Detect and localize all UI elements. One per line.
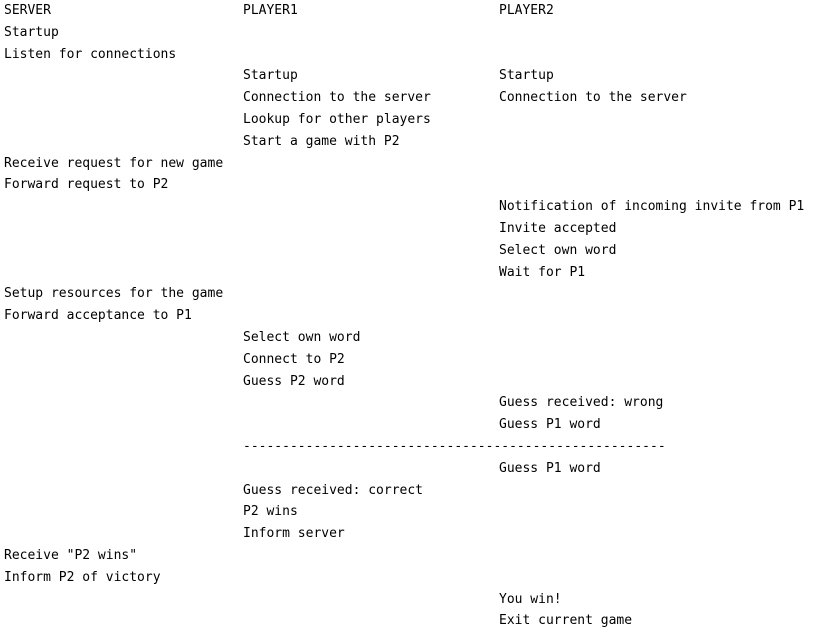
step-line: Inform P2 of victory bbox=[0, 567, 817, 589]
step-line: Wait for P1 bbox=[0, 262, 817, 284]
step-line: Inform server bbox=[0, 523, 817, 545]
server-step: Receive "P2 wins" bbox=[4, 548, 138, 563]
player2-step: Notification of incoming invite from P1 bbox=[499, 199, 805, 215]
player1-step: Lookup for other players bbox=[243, 112, 431, 127]
step-line: Guess received: wrong bbox=[0, 392, 817, 414]
header-row: SERVER PLAYER1 PLAYER2 bbox=[0, 0, 817, 22]
player2-step: Guess P1 word bbox=[499, 460, 601, 476]
step-line: Lookup for other players bbox=[0, 109, 817, 131]
player2-step: Guess received: wrong bbox=[499, 395, 664, 411]
player1-step: Connection to the server bbox=[243, 90, 431, 106]
step-line: Receive "P2 wins" bbox=[0, 545, 817, 567]
player2-step: Invite accepted bbox=[499, 221, 617, 236]
server-step: Forward request to P2 bbox=[4, 177, 169, 193]
step-line: Select own word bbox=[0, 240, 817, 262]
step-line: Exit current game bbox=[0, 610, 817, 632]
step-line: Startup bbox=[0, 22, 817, 44]
step-line: Invite accepted bbox=[0, 218, 817, 240]
player1-column-header: PLAYER1 bbox=[243, 3, 298, 18]
server-step: Setup resources for the game bbox=[4, 286, 224, 302]
player1-step: Connect to P2 bbox=[243, 351, 345, 367]
step-line: Notification of incoming invite from P1 bbox=[0, 196, 817, 218]
step-line: Guess P1 word bbox=[0, 414, 817, 436]
server-column-header: SERVER bbox=[4, 3, 51, 18]
player2-step: Connection to the server bbox=[499, 90, 687, 106]
step-line: Forward acceptance to P1 bbox=[0, 305, 817, 327]
step-line: Receive request for new game bbox=[0, 153, 817, 175]
server-step: Inform P2 of victory bbox=[4, 569, 161, 585]
step-line: Start a game with P2 bbox=[0, 131, 817, 153]
step-line: Select own word bbox=[0, 327, 817, 349]
step-line: You win! bbox=[0, 589, 817, 611]
step-line: Connect to P2 bbox=[0, 349, 817, 371]
server-step: Listen for connections bbox=[4, 46, 177, 62]
player2-step: Wait for P1 bbox=[499, 264, 586, 280]
server-step: Startup bbox=[4, 24, 59, 40]
step-line: Guess P2 word bbox=[0, 371, 817, 393]
player1-step: Inform server bbox=[243, 526, 345, 542]
player1-step: Start a game with P2 bbox=[243, 133, 400, 149]
step-line: P2 wins bbox=[0, 501, 817, 523]
player2-step: Exit current game bbox=[499, 613, 633, 629]
player2-step: Startup bbox=[499, 68, 554, 84]
server-step: Receive request for new game bbox=[4, 155, 224, 171]
step-line: Listen for connections bbox=[0, 44, 817, 66]
step-line: Guess received: correct bbox=[0, 480, 817, 502]
step-line: Connection to the server Connection to th… bbox=[0, 87, 817, 109]
player2-step: Select own word bbox=[499, 242, 617, 258]
player1-step: Guess received: correct bbox=[243, 482, 424, 498]
player1-step: Startup bbox=[243, 68, 298, 84]
step-line: Guess P1 word bbox=[0, 458, 817, 480]
player2-step: Guess P1 word bbox=[499, 417, 601, 433]
server-step: Forward acceptance to P1 bbox=[4, 308, 192, 324]
player2-step: You win! bbox=[499, 591, 562, 607]
player2-column-header: PLAYER2 bbox=[499, 3, 554, 18]
step-line: Startup Startup bbox=[0, 65, 817, 87]
turn-divider: ----------------------------------------… bbox=[243, 439, 666, 454]
step-line: ----------------------------------------… bbox=[0, 436, 817, 458]
step-line: Forward request to P2 bbox=[0, 174, 817, 196]
step-line: Setup resources for the game bbox=[0, 283, 817, 305]
player1-step: P2 wins bbox=[243, 504, 298, 520]
player1-step: Select own word bbox=[243, 330, 361, 345]
player1-step: Guess P2 word bbox=[243, 373, 345, 389]
